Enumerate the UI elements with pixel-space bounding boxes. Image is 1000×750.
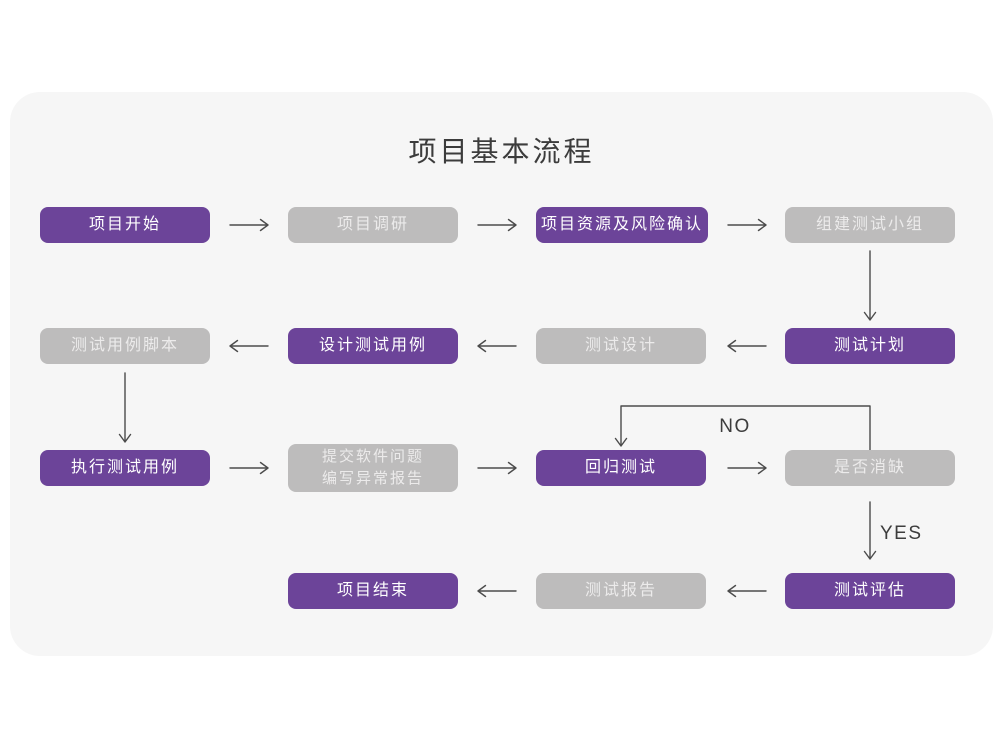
arrow-submit-to-regression xyxy=(477,461,517,475)
node-execute-test-cases: 执行测试用例 xyxy=(40,450,210,486)
page-title: 项目基本流程 xyxy=(408,136,595,167)
node-build-test-team: 组建测试小组 xyxy=(785,207,955,243)
arrow-yes-defects-to-evaluate xyxy=(863,501,877,560)
node-submit-issue-report: 提交软件问题 编写异常报告 xyxy=(288,444,458,492)
no-branch-label: NO xyxy=(719,416,751,437)
flowchart-card: 项目基本流程 xyxy=(10,92,993,656)
arrow-risk-to-team xyxy=(727,218,767,232)
arrow-regression-to-defects xyxy=(727,461,767,475)
node-risk-confirm: 项目资源及风险确认 xyxy=(536,207,708,243)
node-project-start: 项目开始 xyxy=(40,207,210,243)
node-test-design: 测试设计 xyxy=(536,328,706,364)
arrow-report-to-end xyxy=(477,584,517,598)
arrow-cases-to-scripts xyxy=(229,339,269,353)
arrow-research-to-risk xyxy=(477,218,517,232)
arrow-design-to-cases xyxy=(477,339,517,353)
node-test-evaluate: 测试评估 xyxy=(785,573,955,609)
node-project-research: 项目调研 xyxy=(288,207,458,243)
node-project-end: 项目结束 xyxy=(288,573,458,609)
arrow-evaluate-to-report xyxy=(727,584,767,598)
node-regression-test: 回归测试 xyxy=(536,450,706,486)
arrow-execute-to-submit xyxy=(229,461,269,475)
arrow-scripts-to-execute xyxy=(118,372,132,443)
node-design-test-cases: 设计测试用例 xyxy=(288,328,458,364)
node-test-report: 测试报告 xyxy=(536,573,706,609)
node-test-plan: 测试计划 xyxy=(785,328,955,364)
node-defect-resolved: 是否消缺 xyxy=(785,450,955,486)
arrow-plan-to-design xyxy=(727,339,767,353)
arrow-team-to-plan xyxy=(863,250,877,321)
node-test-case-scripts: 测试用例脚本 xyxy=(40,328,210,364)
arrow-start-to-research xyxy=(229,218,269,232)
arrow-no-loop-defects-to-regression xyxy=(614,405,871,451)
yes-branch-label: YES xyxy=(880,523,923,544)
